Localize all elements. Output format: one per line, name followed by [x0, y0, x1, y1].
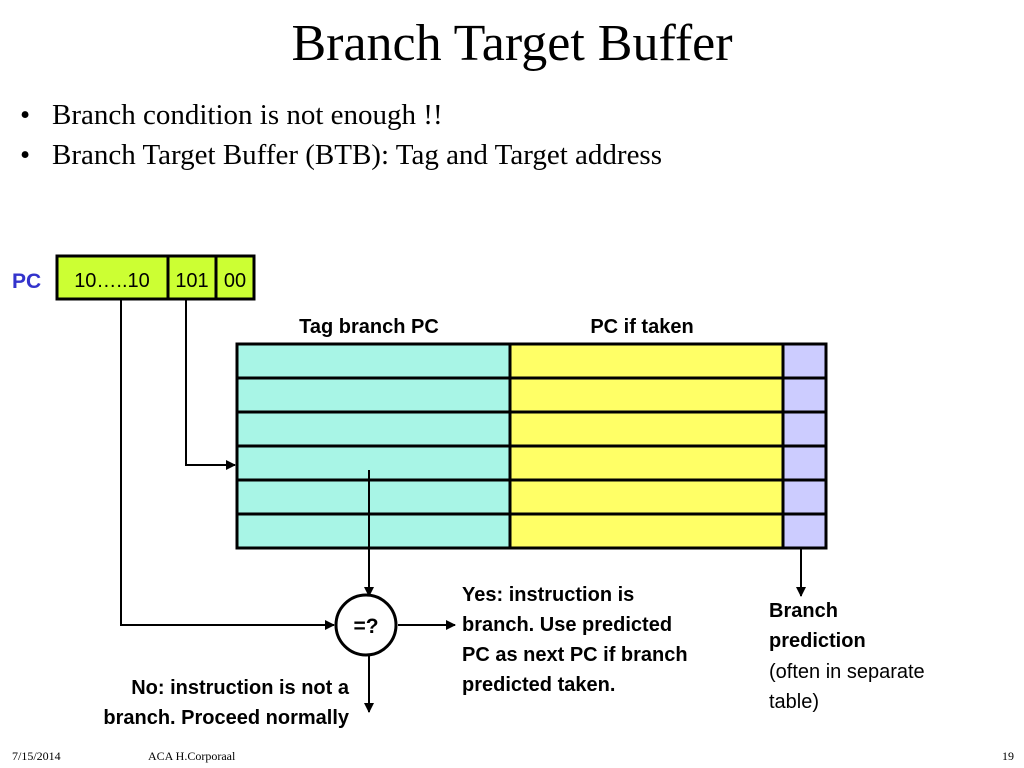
pc-field-offset	[214, 254, 256, 301]
yes-text-line: Yes: instruction is	[462, 584, 634, 606]
prediction-note-line: table)	[769, 691, 819, 713]
tag-bits-to-comparator-line	[120, 299, 335, 630]
pc-field-index-text: 101	[175, 270, 208, 292]
comparator-circle	[334, 593, 398, 657]
bullet-list: Branch condition is not enough !! Branch…	[18, 95, 662, 175]
no-text-line: branch. Proceed normally	[103, 707, 350, 729]
no-text-line: No: instruction is not a	[131, 677, 350, 699]
yes-text-line: predicted taken.	[462, 674, 615, 696]
pc-field-high-text: 10…..10	[74, 270, 150, 292]
pc-label: PC	[12, 270, 41, 293]
slide-title: Branch Target Buffer	[291, 15, 733, 72]
prediction-note-line: (often in separate	[769, 661, 925, 683]
prediction-text-line: prediction	[769, 630, 866, 652]
yes-text-line: PC as next PC if branch	[462, 644, 688, 666]
btb-table-border	[235, 342, 828, 550]
footer-date: 7/15/2014	[12, 749, 61, 763]
footer-page-number: 19	[1002, 749, 1014, 763]
bullet-item: Branch condition is not enough !!	[18, 95, 662, 135]
pc-field-high	[55, 254, 170, 301]
prediction-text-line: Branch	[769, 600, 838, 622]
target-column-label: PC if taken	[590, 316, 693, 338]
index-to-row-line	[185, 299, 236, 470]
tag-column-label: Tag branch PC	[299, 316, 439, 338]
pc-field-offset-text: 00	[224, 270, 246, 292]
comparator-label: =?	[353, 615, 378, 638]
bullet-item: Branch Target Buffer (BTB): Tag and Targ…	[18, 135, 662, 175]
yes-text-line: branch. Use predicted	[462, 614, 672, 636]
footer-author: ACA H.Corporaal	[148, 749, 236, 763]
